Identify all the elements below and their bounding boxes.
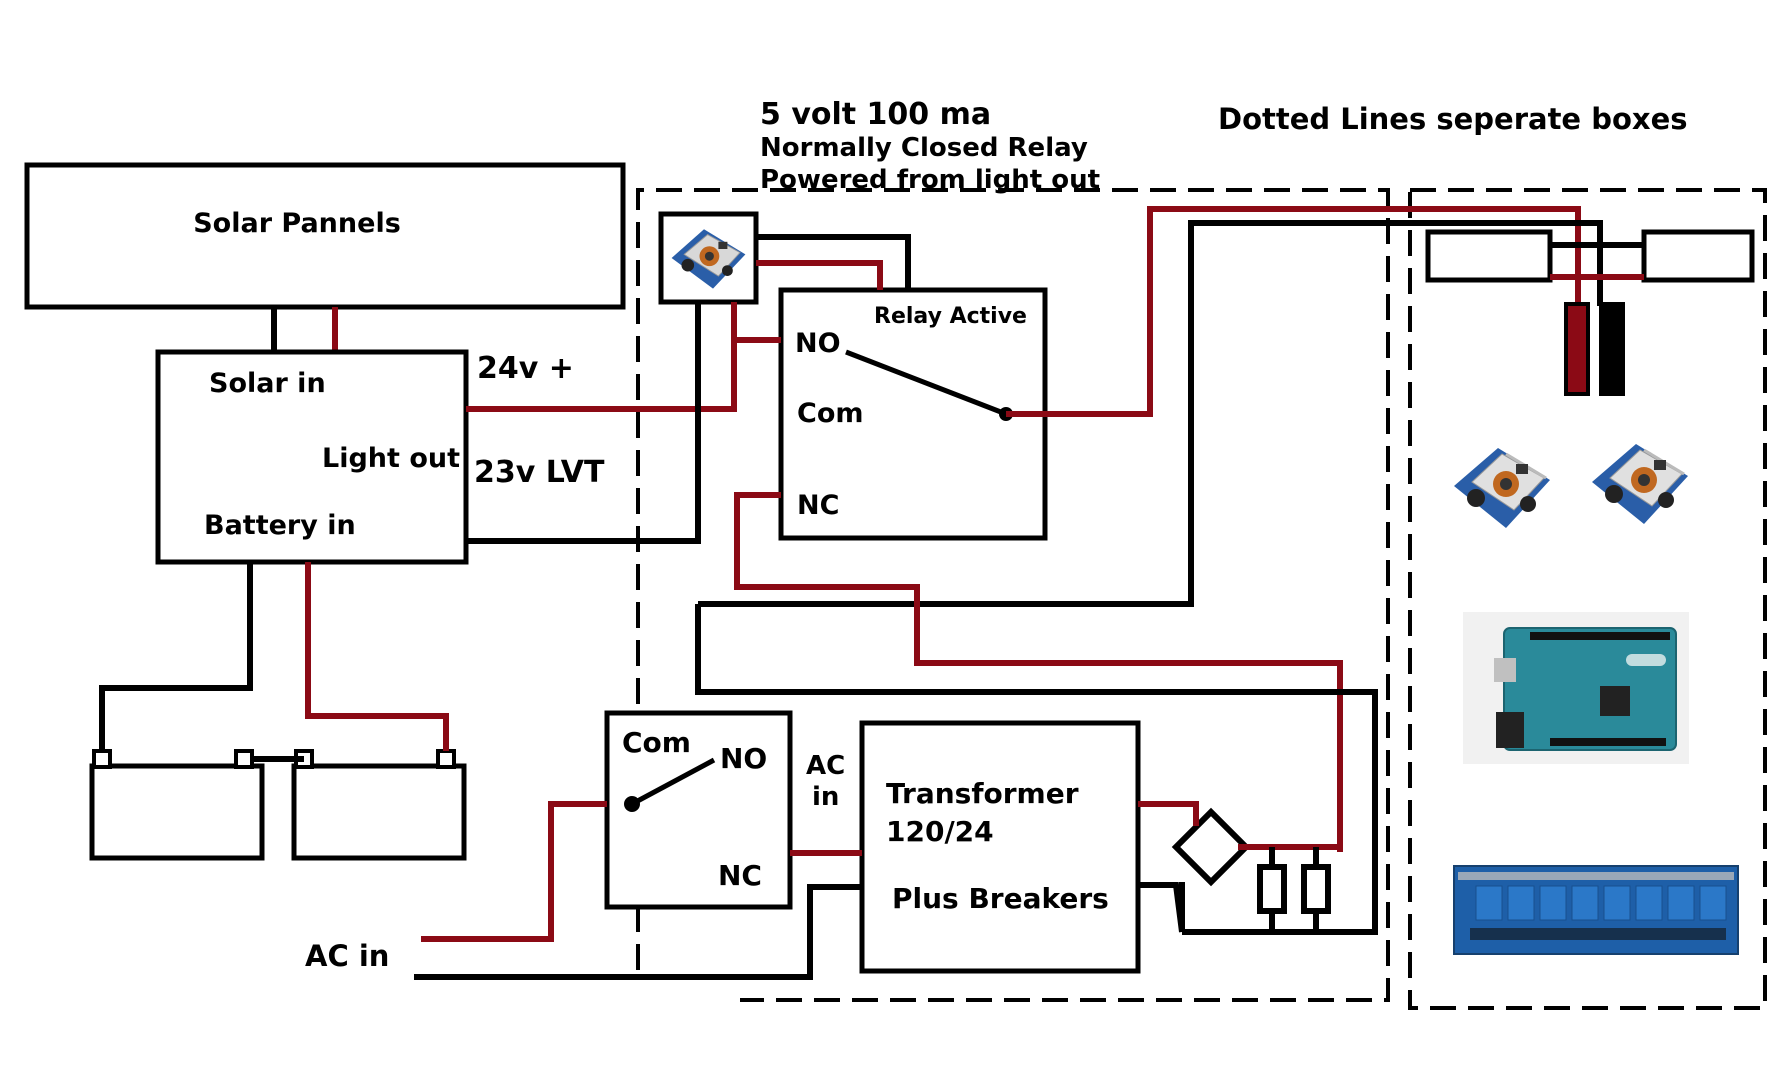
solar-panels-label: Solar Pannels [193, 208, 401, 239]
separator-boxes [636, 188, 1767, 1010]
wire-low-black [695, 604, 1378, 935]
dotted-lines-note: Dotted Lines seperate boxes [1218, 102, 1688, 136]
bridge-rectifier-icon [1171, 807, 1251, 887]
main-box-outline [636, 188, 1390, 1002]
relay-spec-line2: Normally Closed Relay [760, 133, 1088, 163]
ac-switch-box [604, 710, 793, 910]
output-lead-black [1599, 302, 1625, 396]
arduino-board-icon [1463, 612, 1689, 764]
wire-com-to-output [1006, 206, 1581, 417]
transformer-box [859, 720, 1141, 974]
buck-converter-icon [1454, 448, 1550, 528]
right-box-outline [1408, 188, 1767, 1010]
ac-in-wire-black [414, 884, 862, 980]
buck-converter-icon [1592, 444, 1688, 524]
battery-icon [291, 749, 467, 861]
relay-box [778, 287, 1048, 541]
ac-in-label: AC in [305, 939, 389, 973]
battery-icon [89, 749, 265, 861]
wire-lvt [466, 302, 701, 544]
relay-spec-line3: Powered from light out [760, 165, 1100, 195]
light-out-label: Light out [322, 443, 460, 474]
v24-label: 24v + [477, 351, 574, 386]
ac-switch-nc-label: NC [718, 859, 762, 892]
ac-switch-pivot [624, 796, 640, 812]
relay-com-label: Com [797, 398, 864, 429]
buck-to-relay-red [756, 260, 883, 290]
battery-wire-black [99, 562, 253, 751]
battery-wire-red [305, 562, 449, 751]
charge-controller-box [155, 349, 469, 565]
capacitor-icon [1301, 847, 1331, 932]
terminal-left [1425, 229, 1553, 283]
relay-spec-line1: 5 volt 100 ma [760, 97, 991, 132]
ac-switch-com-label: Com [622, 726, 691, 759]
wire-24v [466, 337, 781, 412]
output-lead-red [1564, 302, 1590, 396]
ac-in-label-top: AC [806, 751, 845, 781]
solar-in-label: Solar in [209, 368, 326, 399]
transformer-label: Transformer [886, 777, 1079, 810]
transformer-out-red [1138, 801, 1199, 826]
breakers-label: Plus Breakers [892, 882, 1109, 915]
transformer-out-black [1138, 882, 1185, 933]
ac-in-wire-red [421, 801, 607, 942]
ac-switch-arm [630, 757, 716, 807]
wire-nc-red [734, 492, 1343, 852]
solar-panels-box [24, 162, 626, 310]
relay-switch-arm [845, 349, 1007, 417]
relay-no-label: NO [795, 328, 841, 359]
ac-switch-no-label: NO [720, 742, 767, 775]
relay-nc-label: NC [797, 490, 839, 521]
ac-in-label-bottom: in [812, 782, 839, 812]
buck-to-relay-black [756, 234, 911, 290]
terminal-right [1641, 229, 1755, 283]
battery-in-label: Battery in [204, 510, 356, 541]
wire-return-black [698, 220, 1603, 607]
v23-lvt-label: 23v LVT [474, 455, 605, 490]
capacitor-icon [1257, 847, 1287, 932]
relay-module-icon [1453, 865, 1739, 955]
relay-active-label: Relay Active [874, 304, 1027, 329]
transformer-rating-label: 120/24 [886, 815, 994, 848]
buck-converter-icon [671, 229, 746, 289]
